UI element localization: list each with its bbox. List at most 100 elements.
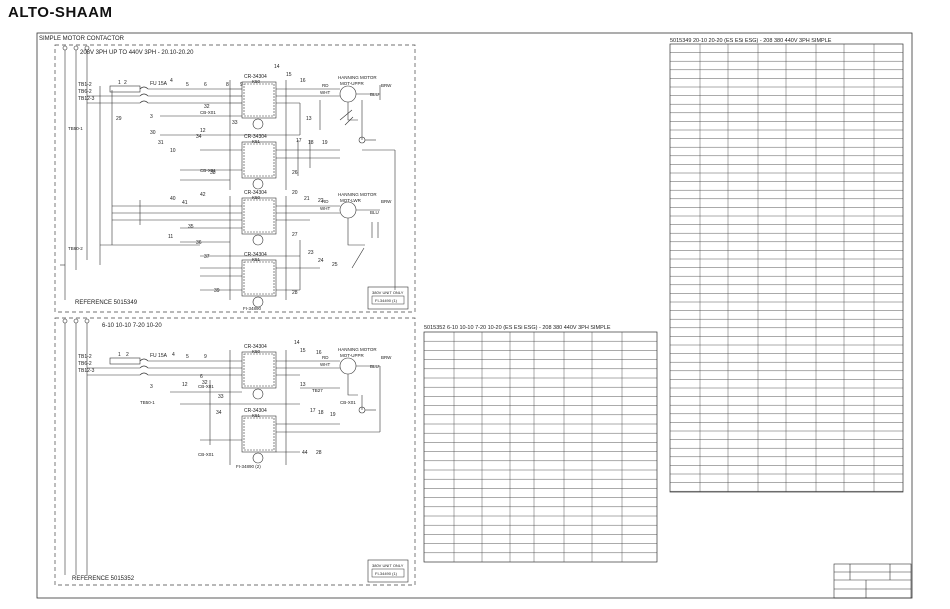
motor-id: MOT-LWR	[340, 198, 362, 203]
wire-number: 22	[318, 198, 324, 204]
wire-number: 41	[182, 200, 188, 206]
wire-number: 12	[182, 382, 188, 388]
title-block	[833, 563, 912, 599]
wire-color: BRW	[381, 83, 392, 88]
contactor-part: CR-34304	[244, 190, 267, 196]
contactor-id: K51	[252, 139, 261, 144]
wire-number: 5	[186, 82, 189, 88]
wire-number: 4	[172, 352, 175, 358]
wire-number: 13	[300, 382, 306, 388]
wire-number: 17	[296, 138, 302, 144]
wiring-table-1-title: 5015349 20-10 20-20 (ES ESi ESG) - 208 3…	[670, 38, 832, 44]
ref-box-note: 380V UNIT ONLY	[372, 563, 404, 568]
wire-number: 34	[216, 410, 222, 416]
wire-number: 3	[150, 114, 153, 120]
wire-number: 18	[308, 140, 314, 146]
breaker-label: CB-X01	[198, 384, 214, 389]
terminal-label: TB6-2	[78, 361, 92, 367]
wire-number: 42	[200, 192, 206, 198]
wire-number: 6	[200, 374, 203, 380]
terminal-label: TB12-3	[78, 368, 95, 374]
wiring-table-2: 5015352 6-10 10-10 7-20 10-20 (ES ESi ES…	[423, 325, 658, 563]
contactor-part: CR-34304	[244, 252, 267, 258]
terminal-label: TB6-2	[78, 89, 92, 95]
wire-number: 12	[200, 128, 206, 134]
breaker-label: CB-X01	[200, 168, 216, 173]
wire-number: 26	[292, 170, 298, 176]
diagram-1-frame	[54, 44, 416, 313]
wire-number: 21	[304, 196, 310, 202]
part-label: FI-34890 (2)	[236, 464, 261, 469]
terminal-label: TB1-2	[78, 82, 92, 88]
wire-color: WHT	[320, 206, 330, 211]
alto-shaam-logo: ALTO-SHAAM	[8, 4, 113, 21]
wire-number: 9	[240, 82, 243, 88]
contactor-part: CR-34304	[244, 134, 267, 140]
wire-color: WHT	[320, 362, 330, 367]
wire-number: 37	[204, 254, 210, 260]
wire-number: 39	[214, 288, 220, 294]
wire-number: 13	[306, 116, 312, 122]
wire-number: 32	[202, 380, 208, 386]
wiring-table-1: 5015349 20-10 20-20 (ES ESi ESG) - 208 3…	[669, 38, 904, 493]
fuse-label: FU 15A	[150, 81, 168, 87]
wire-number: 9	[204, 354, 207, 360]
wire-color: BRW	[381, 355, 392, 360]
wire-number: 2	[126, 352, 129, 358]
wire-number: 27	[292, 232, 298, 238]
wire-color: RD	[322, 83, 329, 88]
terminal-label: TB60-2	[68, 246, 83, 251]
contactor-id: K50	[252, 195, 261, 200]
wire-color: BRW	[381, 199, 392, 204]
wire-number: 40	[170, 196, 176, 202]
terminal-label: TB27	[312, 388, 323, 393]
wiring-table-1-grid	[670, 44, 903, 492]
wiring-table-1-frame	[669, 43, 904, 493]
wire-color: BLU	[370, 92, 379, 97]
contactor-part: CR-34304	[244, 74, 267, 80]
motor-id: MOT-UPPR	[340, 81, 365, 86]
sheet-title: SIMPLE MOTOR CONTACTOR	[39, 36, 125, 42]
wire-number: 14	[274, 64, 280, 70]
motor-label: HANNING MOTOR	[338, 347, 377, 352]
diagram-1: 208V 3PH UP TO 440V 3PH - 20.10-20.20 RE…	[54, 44, 416, 313]
breaker-label: CB-X01	[340, 400, 356, 405]
wire-number: 36	[196, 240, 202, 246]
wire-number: 15	[300, 348, 306, 354]
wire-number: 3	[150, 384, 153, 390]
wire-number: 11	[168, 234, 173, 240]
wire-number: 38	[210, 170, 216, 176]
wire-number: 31	[158, 140, 164, 146]
breaker-label: CB-X01	[200, 110, 216, 115]
breaker-label: CB-X01	[198, 452, 214, 457]
ref-box-part: FI-34490 (1)	[375, 571, 398, 576]
wire-number: 1	[118, 80, 121, 86]
wire-number: 4	[170, 78, 173, 84]
wire-number: 28	[316, 450, 322, 456]
wire-number: 35	[188, 224, 194, 230]
wiring-table-2-grid	[424, 332, 657, 562]
wire-number: 33	[232, 120, 238, 126]
wire-number: 28	[292, 290, 298, 296]
wire-number: 34	[196, 134, 202, 140]
wire-number: 2	[124, 80, 127, 86]
wire-number: 1	[118, 352, 121, 358]
contactor-id: K50	[252, 79, 261, 84]
wire-number: 10	[170, 148, 176, 154]
motor-label: HANNING MOTOR	[338, 192, 377, 197]
wire-color: BLU	[370, 210, 379, 215]
wire-number: 33	[218, 394, 224, 400]
diagram-2-title: 6-10 10-10 7-20 10-20	[102, 323, 162, 329]
ref-box	[367, 559, 409, 583]
contactor-part: CR-34304	[244, 408, 267, 414]
wire-number: 23	[308, 250, 314, 256]
wire-number: 18	[318, 410, 324, 416]
wire-number: 6	[204, 82, 207, 88]
wire-number: 29	[116, 116, 122, 122]
wire-number: 25	[332, 262, 338, 268]
ref-box-part: FI-34490 (1)	[375, 298, 398, 303]
wire-number: 8	[226, 82, 229, 88]
wiring-table-2-title: 5015352 6-10 10-10 7-20 10-20 (ES ESi ES…	[424, 325, 611, 331]
wire-number: 14	[294, 340, 300, 346]
wire-number: 17	[310, 408, 316, 414]
